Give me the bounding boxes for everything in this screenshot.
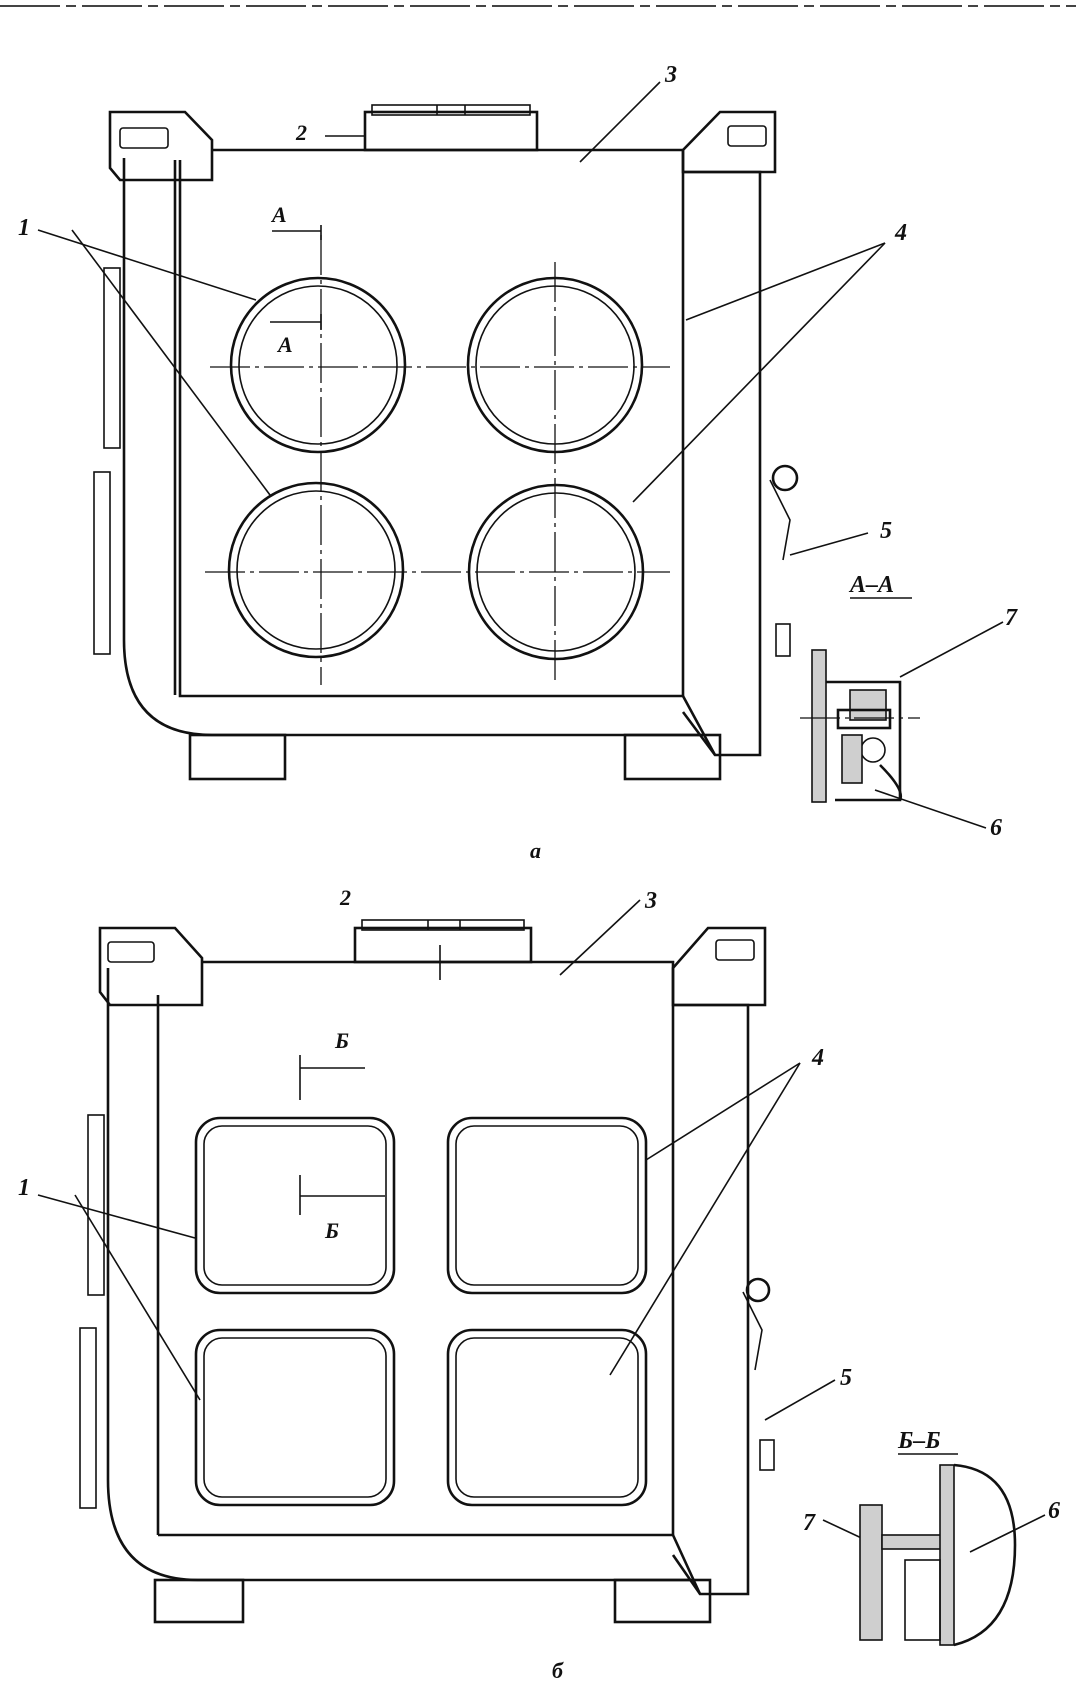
label-b-2: 2 [339, 885, 351, 910]
label-b-3: 3 [644, 888, 657, 914]
label-a-5: 5 [880, 518, 892, 544]
label-a-7: 7 [1005, 605, 1018, 631]
caption-b: б [552, 1658, 564, 1683]
label-b-7: 7 [803, 1510, 816, 1536]
section-mark-b-top: Б [334, 1028, 349, 1053]
label-a-2: 2 [295, 120, 307, 145]
view-a-round-ports [37, 81, 1004, 829]
label-b-1: 1 [18, 1175, 30, 1201]
section-title-a-a: А–А [848, 572, 894, 598]
label-b-5: 5 [840, 1365, 852, 1391]
label-a-4: 4 [894, 220, 907, 246]
section-b-b-detail [859, 1463, 1017, 1647]
caption-a: а [530, 838, 541, 863]
view-b-rect-ports [37, 899, 1046, 1647]
label-b-4: 4 [811, 1045, 824, 1071]
label-a-6: 6 [990, 815, 1002, 841]
label-b-6: 6 [1048, 1498, 1060, 1524]
section-a-a-detail [800, 649, 920, 803]
label-a-1: 1 [18, 215, 30, 241]
label-a-3: 3 [664, 62, 677, 88]
section-mark-b-bottom: Б [324, 1218, 339, 1243]
section-mark-a-bottom: А [276, 332, 293, 357]
section-title-b-b: Б–Б [897, 1428, 941, 1454]
section-mark-a-top: А [270, 202, 287, 227]
